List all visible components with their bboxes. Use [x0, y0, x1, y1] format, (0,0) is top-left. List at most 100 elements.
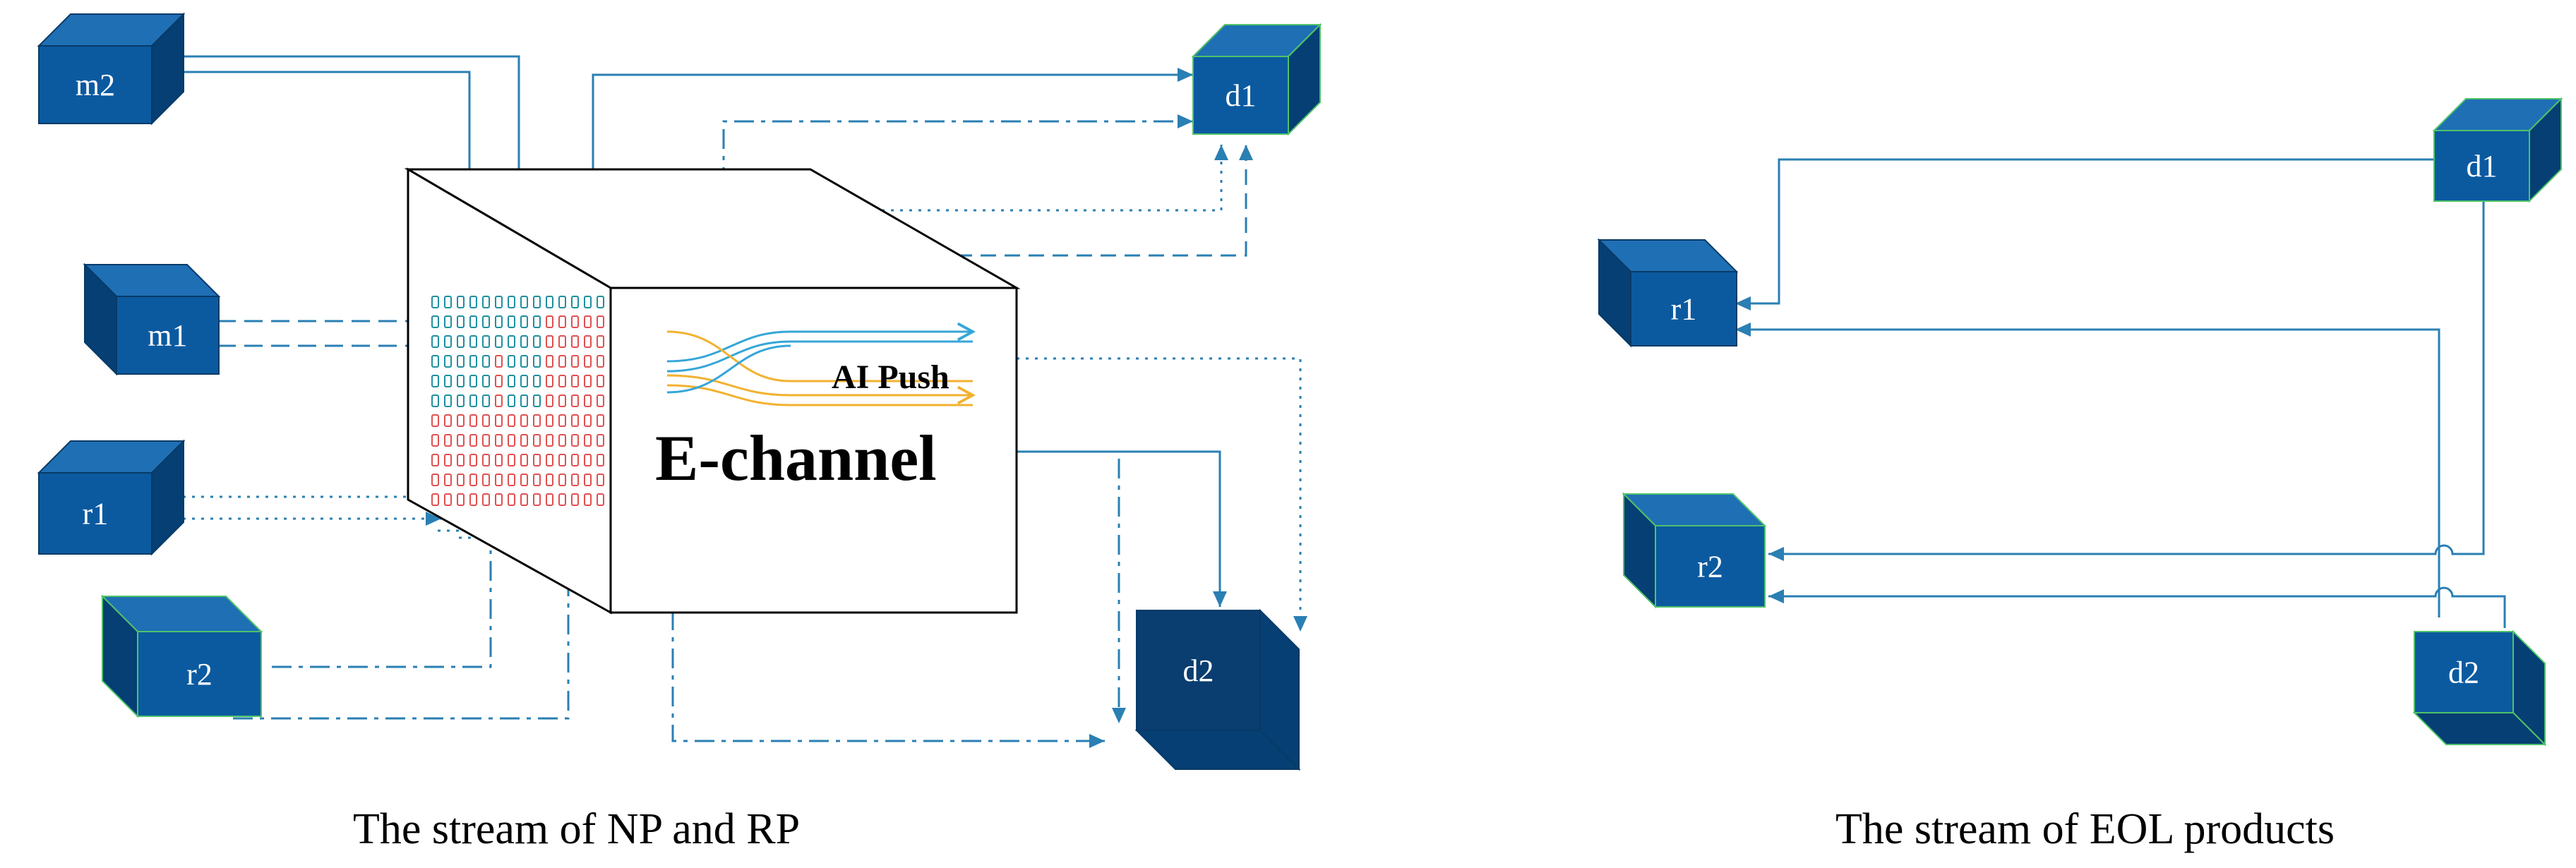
bit-cell [520, 335, 528, 348]
bit-cell [444, 355, 452, 368]
bit-cell [469, 315, 477, 328]
flow-d2-r2 [1768, 586, 2506, 628]
bit-cell [431, 474, 439, 486]
right-caption: The stream of EOL products [1835, 805, 2335, 853]
flow-d1-r1 [1735, 158, 2434, 311]
bit-cell [444, 296, 452, 308]
node-m1-label: m1 [148, 318, 187, 353]
bit-cell [508, 335, 515, 348]
bit-cell [457, 493, 465, 506]
flow-m2-a [166, 55, 520, 191]
bit-cell [520, 474, 528, 486]
bit-cell [584, 375, 592, 387]
bit-cell [546, 474, 553, 486]
bit-cell [533, 394, 541, 407]
bit-cell [482, 315, 490, 328]
bit-cell [457, 474, 465, 486]
bit-cell [508, 454, 515, 466]
bit-cell [520, 493, 528, 506]
bit-cell [558, 335, 566, 348]
bit-cell [457, 375, 465, 387]
bit-cell [444, 315, 452, 328]
bit-cell [469, 434, 477, 447]
bit-cell [431, 375, 439, 387]
bit-cell [482, 493, 490, 506]
bit-cell [571, 315, 579, 328]
bit-cell [469, 493, 477, 506]
bit-cell [431, 414, 439, 427]
bit-cell [571, 434, 579, 447]
bit-cell [444, 394, 452, 407]
bit-cell [508, 375, 515, 387]
bit-cell [558, 434, 566, 447]
bit-cell [469, 474, 477, 486]
bit-cell [469, 296, 477, 308]
cube-front-face [609, 287, 1018, 614]
binary-bits [431, 296, 604, 506]
bit-cell [508, 394, 515, 407]
bit-cell [495, 414, 503, 427]
bit-cell [584, 414, 592, 427]
bit-cell [546, 454, 553, 466]
bit-cell [584, 394, 592, 407]
bit-cell [571, 454, 579, 466]
bit-cell [546, 414, 553, 427]
bit-cell [482, 335, 490, 348]
left-caption: The stream of NP and RP [353, 805, 800, 853]
bit-cell [495, 434, 503, 447]
bit-cell [546, 315, 553, 328]
bit-cell [482, 434, 490, 447]
bit-cell [508, 315, 515, 328]
bit-cell [482, 375, 490, 387]
bit-cell [597, 375, 604, 387]
bit-cell [558, 375, 566, 387]
bit-cell [520, 434, 528, 447]
bit-cell [597, 474, 604, 486]
bit-cell [495, 315, 503, 328]
bit-cell [431, 335, 439, 348]
bit-cell [520, 414, 528, 427]
bit-cell [546, 355, 553, 368]
bit-cell [546, 296, 553, 308]
bit-cell [584, 296, 592, 308]
node-m1: m1 [83, 263, 221, 376]
flow-d2-r1 [1735, 323, 2440, 617]
node-r1-right: r1 [1597, 238, 1739, 348]
bit-cell [495, 355, 503, 368]
bit-cell [508, 414, 515, 427]
node-d1-left-label: d1 [1226, 78, 1257, 113]
bit-cell [495, 335, 503, 348]
node-r1-right-label: r1 [1671, 292, 1697, 327]
bit-cell [584, 335, 592, 348]
bit-cell [571, 493, 579, 506]
bit-cell [469, 335, 477, 348]
bit-cell [457, 296, 465, 308]
bit-cell [584, 434, 592, 447]
flow-m2-b [166, 71, 471, 183]
bit-cell [584, 355, 592, 368]
bit-cell [457, 454, 465, 466]
ai-push-label: AI Push [832, 358, 949, 396]
bit-cell [533, 355, 541, 368]
bit-cell [546, 375, 553, 387]
bit-cell [495, 394, 503, 407]
flow-r2-a [272, 550, 492, 668]
node-d2-left: d2 [1134, 608, 1301, 771]
bit-cell [431, 454, 439, 466]
bit-cell [520, 394, 528, 407]
node-d1-right-label: d1 [2467, 149, 2498, 183]
node-m2: m2 [37, 12, 186, 126]
bit-cell [558, 355, 566, 368]
bit-cell [571, 394, 579, 407]
flow-channel-d1-dashed [957, 145, 1253, 257]
flow-r2-b [233, 586, 570, 720]
node-r2-right: r2 [1622, 492, 1767, 609]
bit-cell [533, 414, 541, 427]
bit-cell [482, 474, 490, 486]
bit-cell [444, 375, 452, 387]
bit-cell [558, 454, 566, 466]
bit-cell [584, 474, 592, 486]
bit-cell [571, 474, 579, 486]
node-r2: r2 [100, 594, 263, 718]
